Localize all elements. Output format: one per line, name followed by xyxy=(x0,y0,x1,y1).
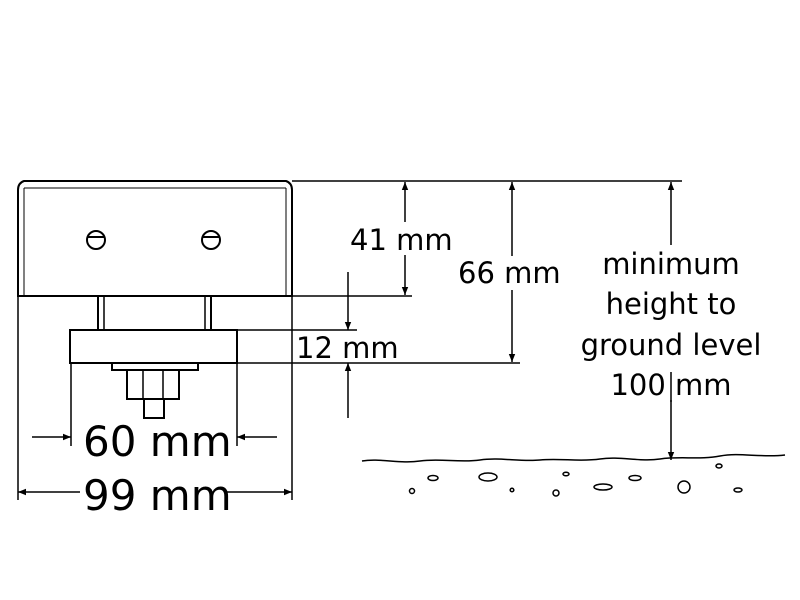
bolt-end xyxy=(143,398,165,419)
ground-label-line3: ground level xyxy=(581,328,762,362)
dimension-ground: minimum height to ground level 100 mm xyxy=(581,182,762,460)
dimension-41: 41 mm xyxy=(350,182,453,295)
dimension-12: 12 mm xyxy=(296,272,399,418)
dimension-60: 60 mm xyxy=(32,417,277,466)
neck xyxy=(97,295,212,331)
bracket-assembly xyxy=(17,180,293,419)
base-plate xyxy=(69,329,238,364)
ground-label-line2: height to xyxy=(606,287,737,321)
dimension-99: 99 mm xyxy=(18,471,292,520)
nut xyxy=(126,369,180,400)
top-plate xyxy=(17,180,293,297)
ground-surface xyxy=(361,453,786,497)
screw-right xyxy=(201,230,221,250)
label-99mm: 99 mm xyxy=(83,471,232,520)
washer xyxy=(111,362,199,371)
label-12mm: 12 mm xyxy=(296,331,399,365)
label-60mm: 60 mm xyxy=(83,417,232,466)
screw-left xyxy=(86,230,106,250)
dimension-66: 66 mm xyxy=(458,182,561,362)
ground-label-line1: minimum xyxy=(602,247,740,281)
extension-lines xyxy=(17,180,682,500)
label-66mm: 66 mm xyxy=(458,256,561,290)
label-41mm: 41 mm xyxy=(350,223,453,257)
